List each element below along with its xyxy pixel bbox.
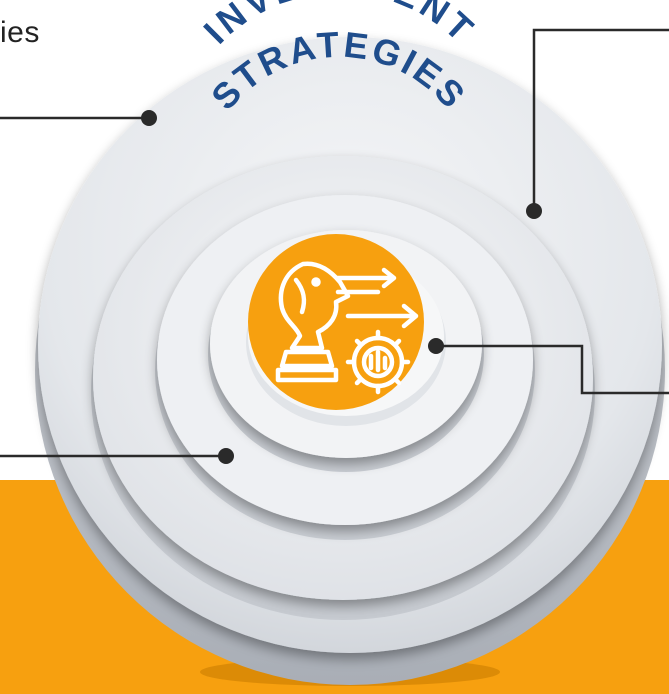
chess-knight-gear-arrows-icon <box>275 261 419 395</box>
leader-dot-top-right <box>526 203 542 219</box>
leader-top-right <box>532 28 669 211</box>
leader-dots <box>141 110 542 464</box>
leader-dot-top-left <box>141 110 157 126</box>
leader-center-right <box>436 344 669 395</box>
leader-dot-lower-left <box>218 448 234 464</box>
gear-icon <box>345 329 411 395</box>
leader-lines <box>0 28 669 458</box>
leader-dot-center <box>428 338 444 354</box>
callout-label-top-left-partial: ies <box>0 16 40 49</box>
